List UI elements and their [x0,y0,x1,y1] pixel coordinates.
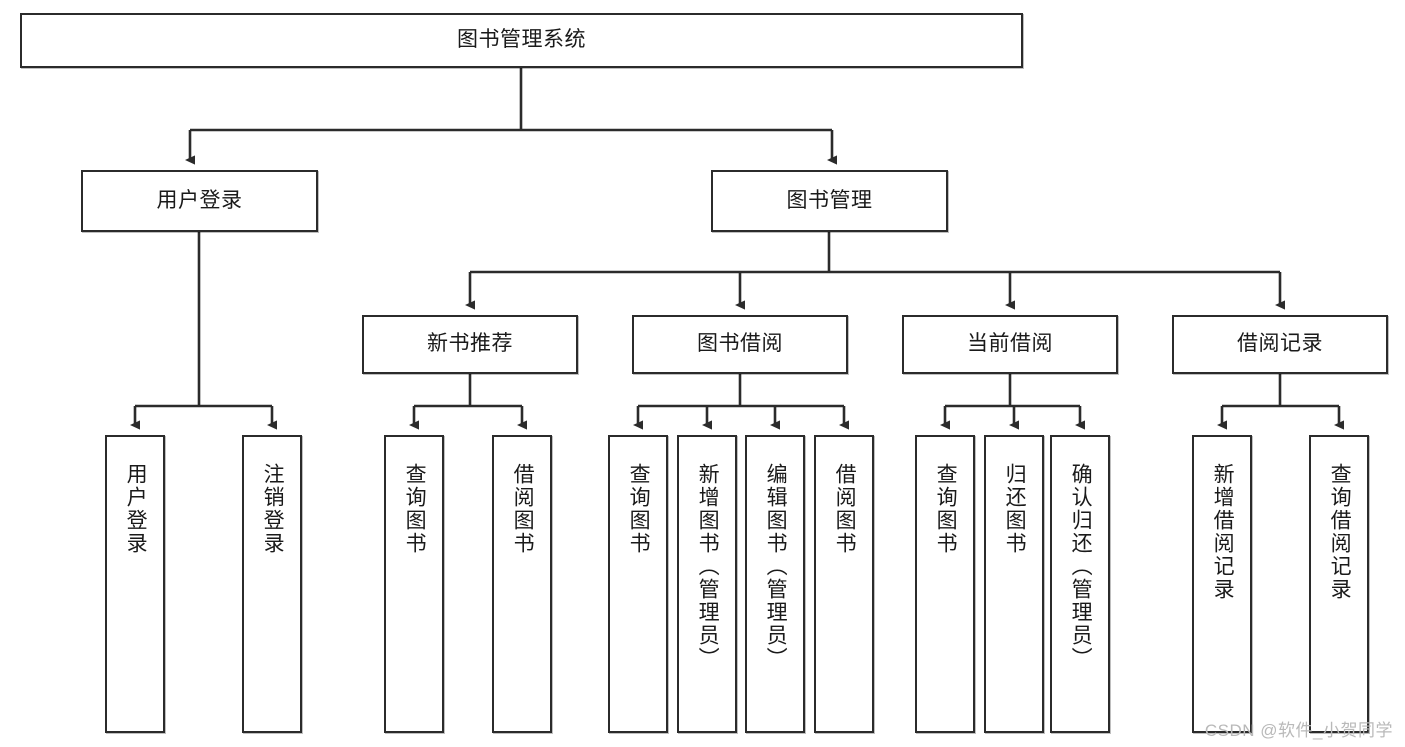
node-leaf-book-borrow-borrow[interactable]: 借阅图书 [814,435,874,733]
node-leaf-user-login-login[interactable]: 用户登录 [105,435,165,733]
node-new-book-recommend[interactable]: 新书推荐 [362,315,578,374]
node-leaf-current-borrow-confirm-return[interactable]: 确认归还（管理员） [1050,435,1110,733]
node-borrow-record[interactable]: 借阅记录 [1172,315,1388,374]
node-label: 新增借阅记录 [1211,463,1235,601]
node-label: 当前借阅 [967,332,1053,356]
node-leaf-new-book-borrow[interactable]: 借阅图书 [492,435,552,733]
node-leaf-current-borrow-query[interactable]: 查询图书 [915,435,975,733]
node-label: 查询图书 [934,463,958,555]
node-label: 图书管理系统 [457,28,586,52]
watermark-text: CSDN @软件_小贺同学 [1204,721,1393,740]
node-label: 图书管理 [786,188,873,212]
node-leaf-borrow-record-query[interactable]: 查询借阅记录 [1309,435,1369,733]
node-leaf-new-book-query[interactable]: 查询图书 [384,435,444,733]
node-label: 查询借阅记录 [1328,463,1352,601]
node-user-login[interactable]: 用户登录 [81,170,318,232]
node-label: 查询图书 [403,463,427,555]
node-root-book-management-system[interactable]: 图书管理系统 [20,13,1023,68]
node-label: 新书推荐 [427,332,513,356]
node-label: 用户登录 [124,463,148,555]
node-leaf-current-borrow-return[interactable]: 归还图书 [984,435,1044,733]
node-label: 借阅记录 [1237,332,1323,356]
node-leaf-user-login-logout[interactable]: 注销登录 [242,435,302,733]
node-leaf-book-borrow-query[interactable]: 查询图书 [608,435,668,733]
node-label: 用户登录 [156,188,243,212]
node-label: 借阅图书 [833,463,857,555]
node-label: 编辑图书（管理员） [764,463,788,670]
node-current-borrow[interactable]: 当前借阅 [902,315,1118,374]
node-leaf-book-borrow-edit[interactable]: 编辑图书（管理员） [745,435,805,733]
node-label: 注销登录 [261,463,285,555]
node-book-management[interactable]: 图书管理 [711,170,948,232]
node-book-borrow[interactable]: 图书借阅 [632,315,848,374]
node-label: 查询图书 [627,463,651,555]
node-leaf-book-borrow-add[interactable]: 新增图书（管理员） [677,435,737,733]
node-label: 归还图书 [1003,463,1027,555]
node-label: 图书借阅 [697,332,783,356]
node-label: 确认归还（管理员） [1069,463,1093,670]
node-label: 借阅图书 [511,463,535,555]
node-label: 新增图书（管理员） [696,463,720,670]
node-leaf-borrow-record-add[interactable]: 新增借阅记录 [1192,435,1252,733]
